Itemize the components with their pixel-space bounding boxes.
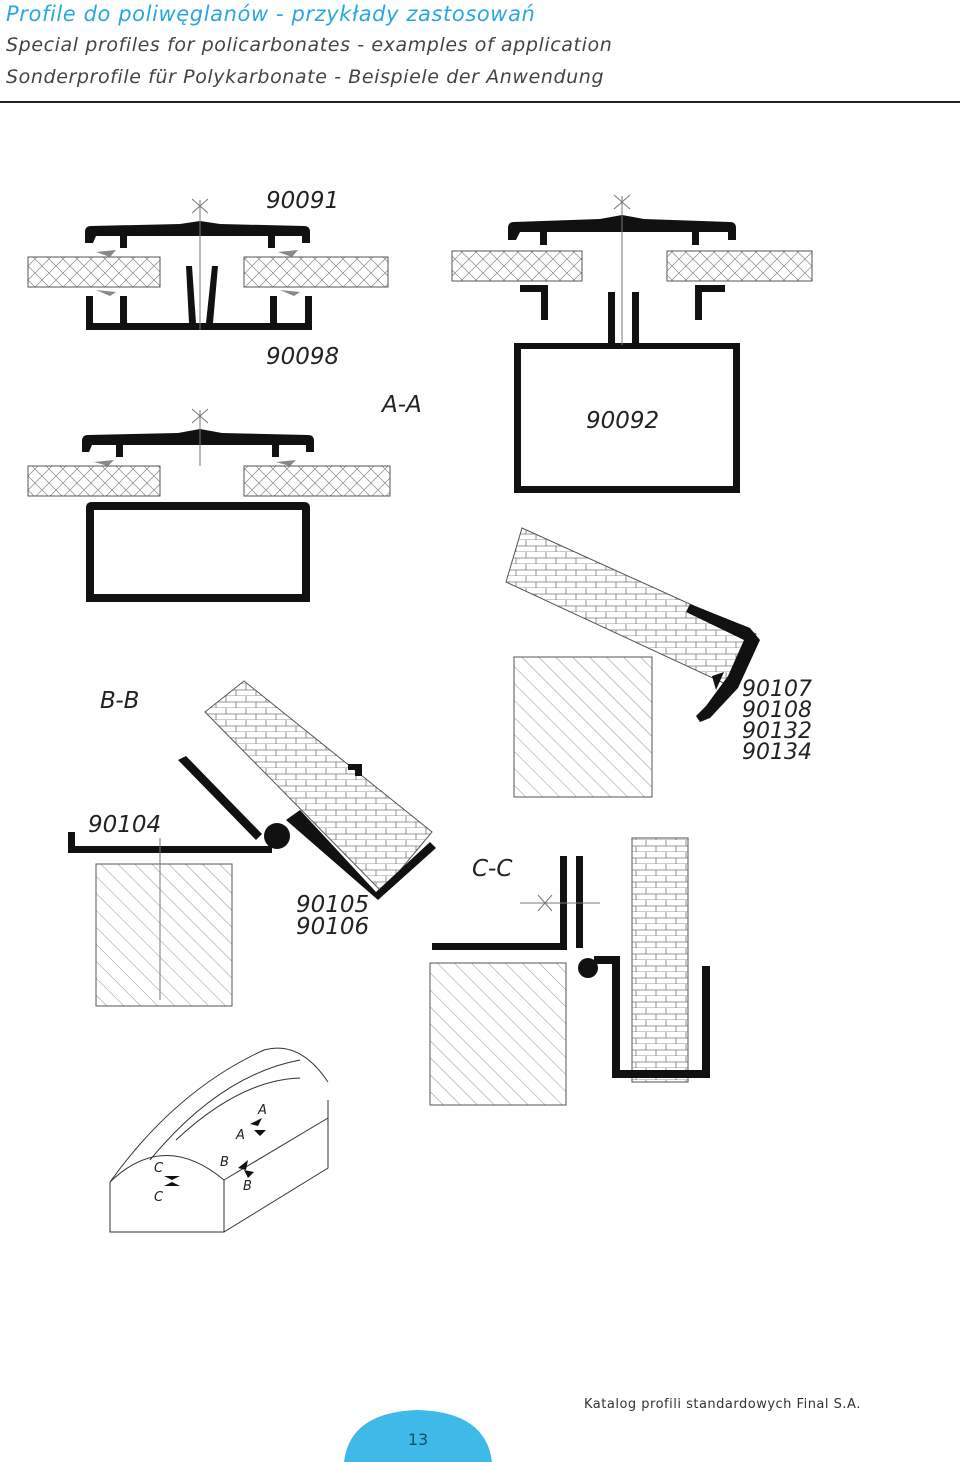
title-english: Special profiles for policarbonates - ex…	[6, 34, 613, 56]
footer-catalog-text: Katalog profili standardowych Final S.A.	[584, 1397, 861, 1412]
profile-90098-section	[27, 408, 391, 602]
profile-cc-section	[429, 837, 710, 1106]
greenhouse-overview	[109, 1047, 329, 1233]
marker-a-bottom: A	[235, 1128, 245, 1143]
section-markers	[164, 1118, 266, 1186]
label-90105: 90105	[296, 892, 369, 918]
marker-a-top: A	[257, 1103, 267, 1118]
header-rule	[0, 101, 960, 103]
label-90134: 90134	[742, 740, 812, 765]
marker-c-bottom: C	[154, 1190, 164, 1205]
profile-90107-section	[505, 527, 760, 798]
marker-b-bottom: B	[243, 1179, 252, 1194]
label-90091: 90091	[266, 188, 339, 214]
marker-b-top: B	[220, 1155, 229, 1170]
profile-90104-section	[68, 680, 436, 1007]
profile-90092-section	[451, 194, 813, 493]
page-number: 13	[407, 1430, 429, 1449]
label-90106: 90106	[296, 914, 369, 940]
label-section-aa: A-A	[380, 392, 422, 418]
title-polish: Profile do poliwęglanów - przykłady zast…	[6, 2, 536, 26]
marker-c-top: C	[154, 1161, 164, 1176]
label-section-bb: B-B	[100, 688, 139, 714]
title-german: Sonderprofile für Polykarbonate - Beispi…	[6, 66, 605, 88]
label-90104: 90104	[88, 812, 161, 838]
label-90098: 90098	[266, 344, 339, 370]
label-90092: 90092	[586, 408, 659, 434]
label-section-cc: C-C	[472, 856, 512, 882]
label-90107: 90107	[742, 677, 812, 702]
label-90132: 90132	[742, 719, 812, 744]
label-90108: 90108	[742, 698, 812, 723]
page-number-tab	[344, 1410, 492, 1462]
profile-90091-section	[27, 198, 389, 330]
